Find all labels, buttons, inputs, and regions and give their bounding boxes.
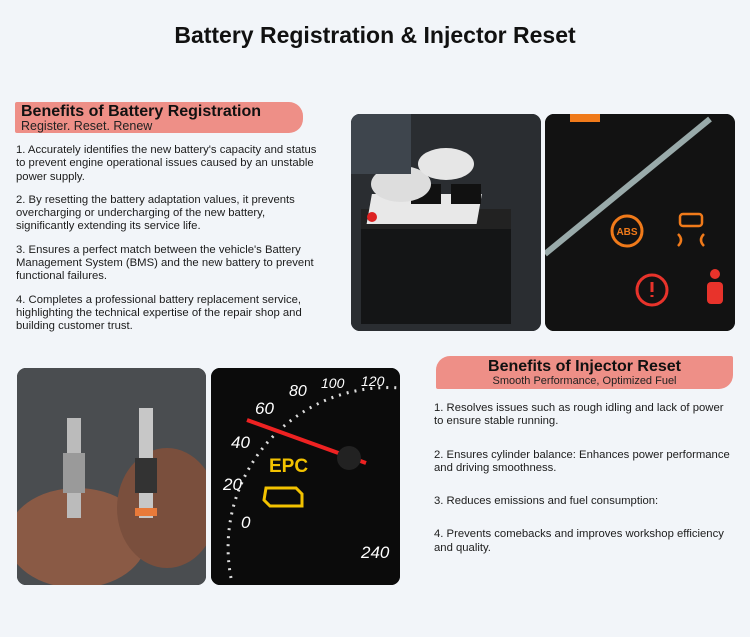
abs-warning-icon <box>610 214 644 248</box>
gauge-tick: 20 <box>222 475 242 494</box>
gauge-tick: 120 <box>361 373 385 389</box>
injector-subheading: Smooth Performance, Optimized Fuel <box>492 375 677 387</box>
abs-label: ABS <box>616 227 637 238</box>
check-engine-icon <box>262 486 304 508</box>
dashboard-warning-lights-photo: ABS <box>545 114 735 331</box>
gauge-tick: 100 <box>321 375 345 391</box>
list-item: 1. Resolves issues such as rough idling … <box>434 402 724 428</box>
list-item: 3. Ensures a perfect match between the v… <box>16 243 314 283</box>
injector-heading: Benefits of Injector Reset <box>488 358 681 375</box>
brake-warning-icon <box>635 273 669 307</box>
traction-control-icon <box>677 212 705 247</box>
list-item: 2. Ensures cylinder balance: Enhances po… <box>434 448 730 474</box>
battery-subheading: Register. Reset. Renew <box>21 119 153 133</box>
battery-benefits-list: 1. Accurately identifies the new battery… <box>16 144 326 344</box>
injectors-in-hands-photo <box>17 368 206 585</box>
speedometer-epc-photo: 0 20 40 60 80 100 120 240 EPC <box>211 368 400 585</box>
epc-label: EPC <box>269 456 308 477</box>
list-item: 3. Reduces emissions and fuel consumptio… <box>434 495 659 508</box>
gauge-tick: 0 <box>241 513 251 532</box>
injector-benefits-header: Benefits of Injector Reset Smooth Perfor… <box>436 356 733 389</box>
battery-benefits-header: Benefits of Battery Registration Registe… <box>15 102 303 133</box>
gauge-tick: 40 <box>231 433 250 452</box>
list-item: 4. Completes a professional battery repl… <box>16 293 302 333</box>
seatbelt-icon <box>707 269 723 304</box>
battery-install-photo <box>351 114 541 331</box>
page-title: Battery Registration & Injector Reset <box>174 22 576 48</box>
gauge-tick: 240 <box>360 543 390 562</box>
gauge-tick: 60 <box>255 399 274 418</box>
battery-heading: Benefits of Battery Registration <box>21 103 262 120</box>
gauge-tick: 80 <box>289 383 307 400</box>
list-item: 1. Accurately identifies the new battery… <box>16 144 317 183</box>
list-item: 2. By resetting the battery adaptation v… <box>16 193 295 233</box>
list-item: 4. Prevents comebacks and improves works… <box>434 528 724 554</box>
injector-benefits-list: 1. Resolves issues such as rough idling … <box>434 402 734 575</box>
